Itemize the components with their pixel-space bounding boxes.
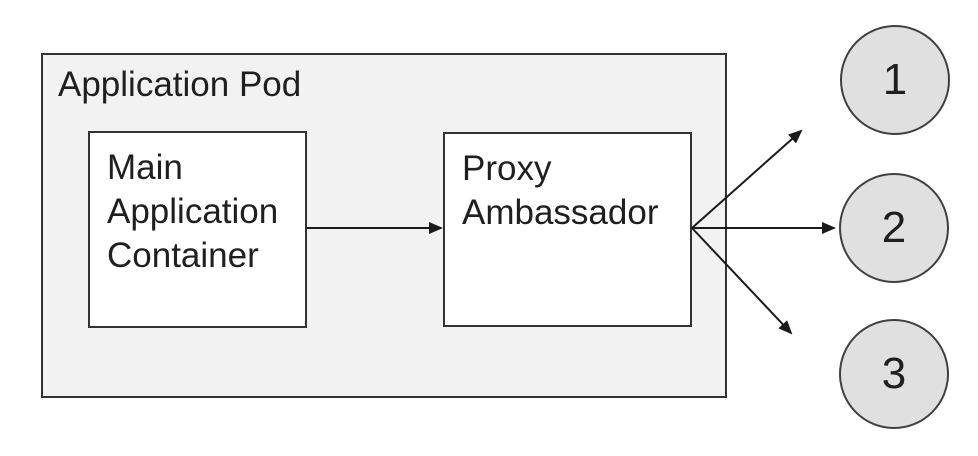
endpoint-3-label: 3 — [881, 349, 907, 398]
node-main-application-container: Main Application Container — [88, 131, 307, 328]
endpoint-1-label: 1 — [882, 55, 908, 104]
endpoint-2-label: 2 — [881, 203, 907, 252]
endpoint-node-2: 2 — [839, 173, 949, 283]
node-proxy-ambassador-label: Proxy Ambassador — [462, 149, 659, 232]
application-pod-label: Application Pod — [58, 65, 302, 104]
endpoint-node-1: 1 — [840, 25, 950, 135]
node-proxy-ambassador: Proxy Ambassador — [443, 132, 692, 327]
node-main-application-container-label: Main Application Container — [107, 148, 279, 275]
endpoint-node-3: 3 — [839, 319, 949, 429]
